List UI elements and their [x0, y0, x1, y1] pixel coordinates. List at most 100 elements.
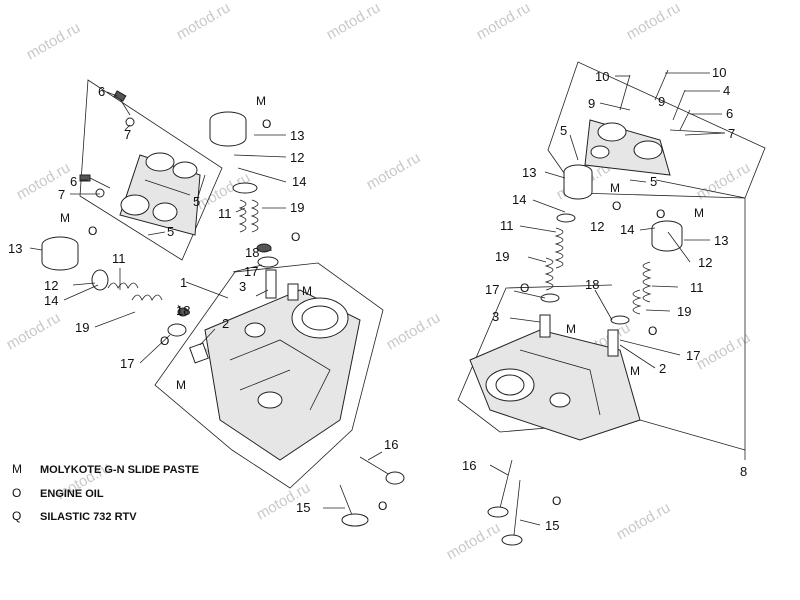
callout-18: 18 [245, 245, 259, 260]
molykote-symbol: M [694, 206, 704, 220]
lubricant-legend: M MOLYKOTE G-N SLIDE PASTE O ENGINE OIL … [12, 462, 199, 523]
oil-symbol: O [378, 499, 387, 513]
oil-symbol: O [656, 207, 665, 221]
callout-8: 8 [740, 464, 747, 479]
callout-6: 6 [98, 84, 105, 99]
left-valve-15 [339, 484, 369, 527]
svg-text:O: O [12, 486, 21, 500]
right-long-bolts-10 [619, 69, 691, 131]
watermark: motod.ru [384, 309, 444, 353]
callout-19: 19 [75, 320, 89, 335]
washer-7-left [95, 188, 105, 198]
callout-7: 7 [58, 187, 65, 202]
oil-symbol: O [88, 224, 97, 238]
right-cylinder-head-assembly: 10 10 4 9 9 6 7 5 5 13 14 12 11 19 17 18… [457, 61, 766, 546]
right-rocker-carrier [584, 119, 671, 176]
right-guide-3 [539, 314, 551, 338]
callout-19: 19 [677, 304, 691, 319]
oil-symbol: O [648, 324, 657, 338]
svg-text:M: M [12, 462, 22, 476]
molykote-symbol: M [302, 284, 312, 298]
watermark: motod.ru [614, 499, 674, 543]
callout-4: 4 [723, 83, 730, 98]
left-head-frame [154, 262, 384, 489]
left-bolt-6b [79, 174, 111, 189]
watermark: motod.ru [444, 519, 504, 563]
right-head-body [469, 329, 641, 441]
left-cylinder-head-assembly: 6 7 6 7 5 5 1 13 12 14 11 19 18 17 13 11… [8, 79, 405, 527]
callout-5: 5 [560, 123, 567, 138]
left-valve-springs-horizontal [91, 269, 189, 337]
molykote-symbol: M [176, 378, 186, 392]
callout-15: 15 [296, 500, 310, 515]
left-head-body [204, 289, 361, 461]
callout-13: 13 [290, 128, 304, 143]
right-valve-15 [501, 479, 523, 546]
svg-text:MOLYKOTE G-N SLIDE PASTE: MOLYKOTE G-N SLIDE PASTE [40, 464, 199, 476]
callout-13: 13 [714, 233, 728, 248]
callout-2: 2 [659, 361, 666, 376]
molykote-symbol: M [610, 181, 620, 195]
callout-7: 7 [124, 127, 131, 142]
callout-12: 12 [698, 255, 712, 270]
callout-9: 9 [658, 94, 665, 109]
oil-symbol: O [520, 281, 529, 295]
callout-16: 16 [462, 458, 476, 473]
right-guide-2 [607, 329, 619, 357]
watermark: motod.ru [364, 149, 424, 193]
left-guide-2 [189, 342, 209, 364]
callout-11: 11 [500, 218, 514, 233]
callout-9: 9 [588, 96, 595, 111]
callout-18: 18 [176, 303, 190, 318]
callout-3: 3 [239, 279, 246, 294]
callout-13: 13 [522, 165, 536, 180]
molykote-symbol: M [60, 211, 70, 225]
callout-14: 14 [292, 174, 306, 189]
right-tappet-13a [563, 164, 593, 200]
oil-symbol: O [552, 494, 561, 508]
left-leader-lines [29, 91, 383, 509]
molykote-symbol: M [630, 364, 640, 378]
callout-19: 19 [495, 249, 509, 264]
oil-symbol: O [291, 230, 300, 244]
right-valve-springs-a [540, 213, 576, 303]
callout-11: 11 [690, 280, 704, 295]
callout-1: 1 [180, 275, 187, 290]
callout-16: 16 [384, 437, 398, 452]
svg-text:Q: Q [12, 509, 21, 523]
right-valve-springs-b [610, 261, 652, 325]
callout-11: 11 [218, 206, 232, 221]
callout-5: 5 [193, 194, 200, 209]
callout-14: 14 [44, 293, 58, 308]
legend-row-molykote: M MOLYKOTE G-N SLIDE PASTE [12, 462, 199, 476]
molykote-symbol: M [566, 322, 576, 336]
callout-2: 2 [222, 316, 229, 331]
callout-5: 5 [167, 224, 174, 239]
callout-15: 15 [545, 518, 559, 533]
callout-18: 18 [585, 277, 599, 292]
left-tappet-13a [209, 111, 247, 147]
left-valve-springs-vertical [232, 182, 279, 299]
watermark: motod.ru [324, 0, 384, 43]
callout-5: 5 [650, 174, 657, 189]
oil-symbol: O [612, 199, 621, 213]
left-valve-16 [359, 456, 405, 485]
left-guide-3 [287, 283, 299, 301]
left-cover-frame [79, 79, 223, 261]
left-tappet-13b [41, 236, 79, 271]
callout-14: 14 [620, 222, 634, 237]
watermark: motod.ru [474, 0, 534, 43]
legend-row-silastic: Q SILASTIC 732 RTV [12, 509, 137, 523]
callout-17: 17 [244, 264, 258, 279]
legend-row-engine-oil: O ENGINE OIL [12, 486, 104, 500]
left-rocker-carrier [119, 152, 201, 236]
right-valve-16 [487, 459, 513, 518]
molykote-symbol: M [256, 94, 266, 108]
washer-7-top [125, 117, 135, 127]
watermark: motod.ru [174, 0, 234, 43]
svg-text:ENGINE OIL: ENGINE OIL [40, 488, 104, 500]
callout-17: 17 [686, 348, 700, 363]
callout-10: 10 [712, 65, 726, 80]
oil-symbol: O [262, 117, 271, 131]
callout-7: 7 [728, 126, 735, 141]
